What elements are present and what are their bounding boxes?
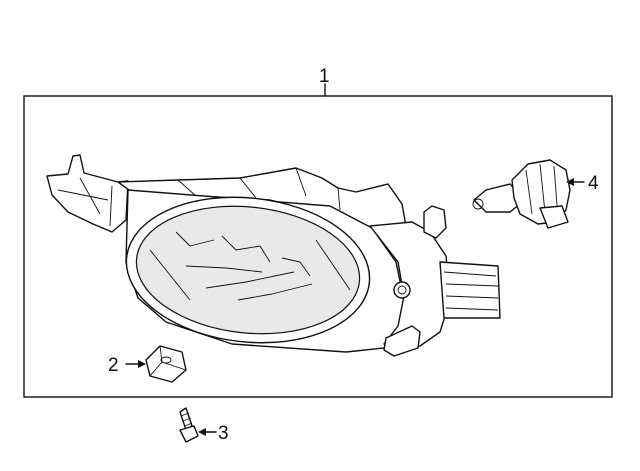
fog-lamp-assembly[interactable] bbox=[46, 154, 501, 357]
locating-tab bbox=[423, 205, 447, 239]
connector bbox=[439, 261, 501, 319]
callout-1[interactable]: 1 bbox=[319, 66, 330, 97]
callout-2[interactable]: 2 bbox=[108, 355, 146, 376]
clip-nut-body bbox=[145, 345, 187, 383]
assembly-frame bbox=[23, 95, 613, 398]
callout-label-4: 4 bbox=[588, 173, 599, 194]
bulb-connector bbox=[539, 205, 569, 229]
screw-head bbox=[179, 425, 199, 443]
lower-mount bbox=[383, 325, 421, 357]
reflector-lines bbox=[149, 231, 351, 301]
callout-label-2: 2 bbox=[108, 355, 119, 376]
callout-label-1: 1 bbox=[319, 66, 330, 87]
callout-4[interactable]: 4 bbox=[566, 173, 599, 194]
screw[interactable] bbox=[179, 407, 199, 443]
callout-3[interactable]: 3 bbox=[198, 423, 229, 444]
mounting-bracket bbox=[46, 154, 129, 233]
bulb-socket bbox=[393, 281, 411, 299]
callout-label-3: 3 bbox=[218, 423, 229, 444]
clip-nut[interactable] bbox=[145, 345, 187, 383]
bulb[interactable] bbox=[472, 159, 571, 229]
